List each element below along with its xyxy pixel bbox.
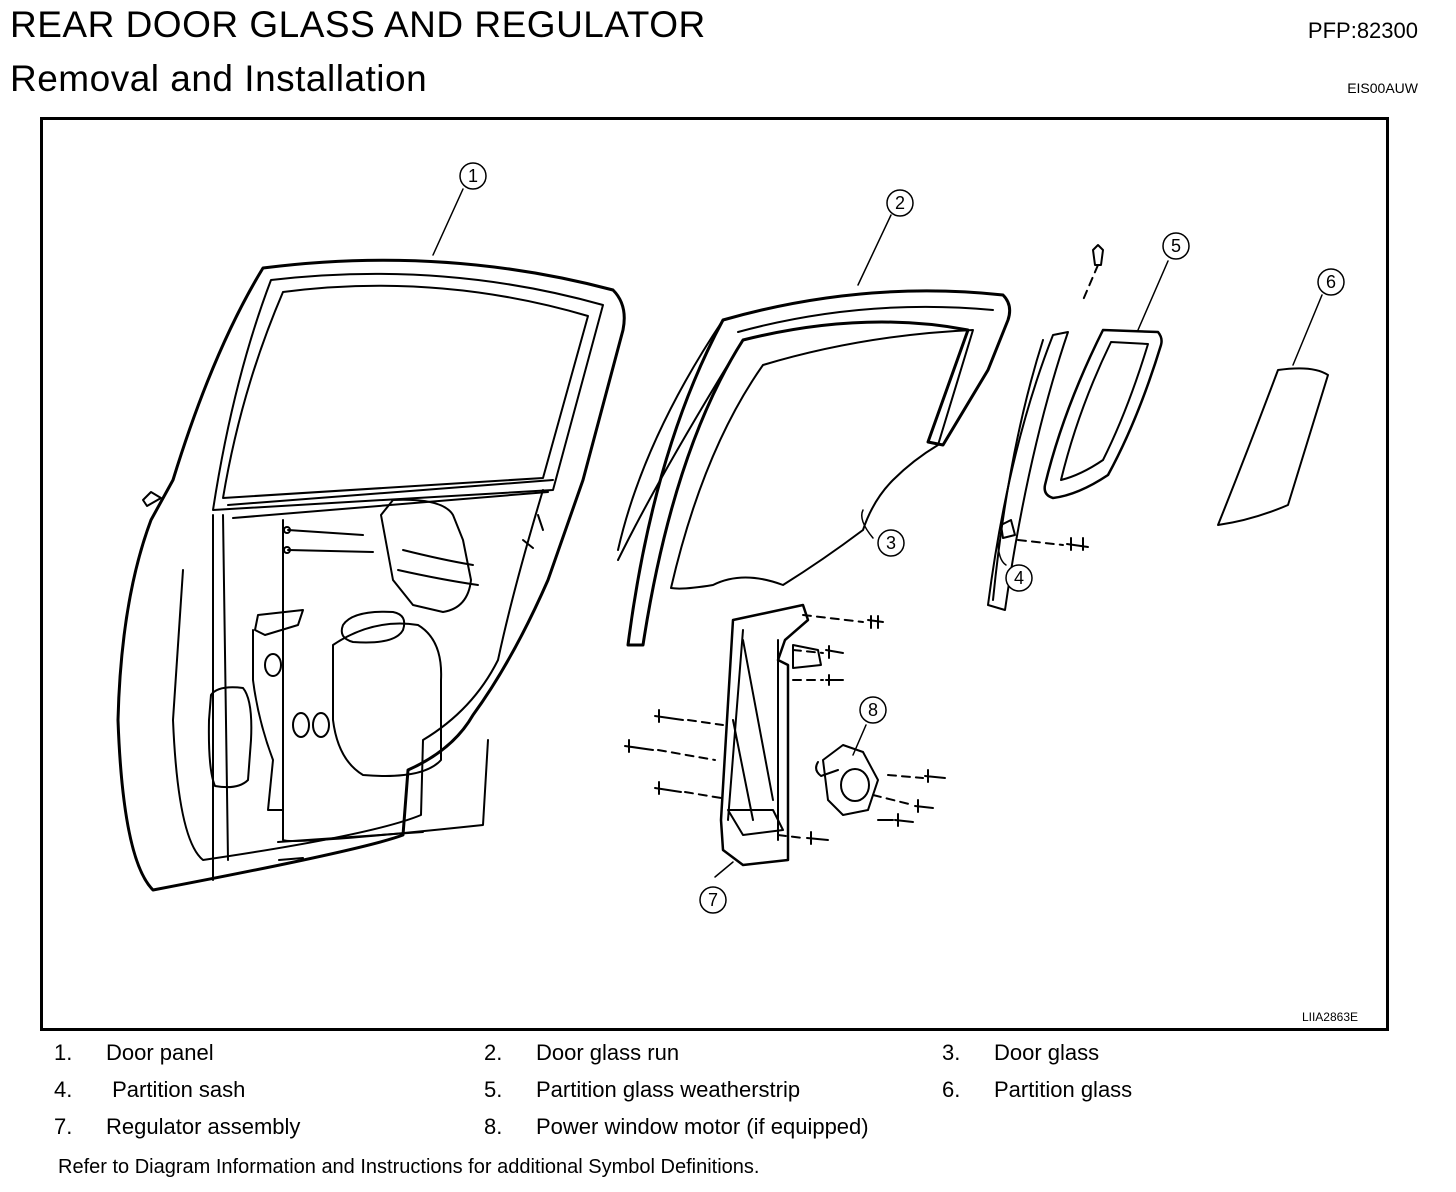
svg-text:8: 8 <box>868 700 878 720</box>
callout-1: 1 <box>459 162 487 190</box>
callout-2: 2 <box>886 189 914 217</box>
svg-text:6: 6 <box>1326 272 1336 292</box>
legend-number: 4. <box>54 1077 73 1102</box>
door-panel-drawing <box>116 258 626 892</box>
page-subtitle: Removal and Installation <box>10 58 428 99</box>
legend-number: 1. <box>54 1040 73 1065</box>
legend-number: 2. <box>484 1040 503 1065</box>
door-glass-run-drawing <box>617 289 1012 647</box>
partition-weatherstrip-drawing <box>1043 328 1163 500</box>
exploded-view-diagram: 1 2 3 4 5 6 7 <box>116 162 1345 914</box>
legend-text: Door glass <box>994 1040 1100 1065</box>
legend-text: Door glass run <box>536 1040 680 1065</box>
callout-8: 8 <box>859 696 887 724</box>
legend-text: Partition glass weatherstrip <box>536 1077 801 1102</box>
callout-5: 5 <box>1162 232 1190 260</box>
callout-6: 6 <box>1317 268 1345 296</box>
svg-text:7: 7 <box>708 890 718 910</box>
diagram-frame: 1 2 3 4 5 6 7 <box>40 117 1389 1031</box>
svg-text:1: 1 <box>468 166 478 186</box>
legend-text: Regulator assembly <box>106 1114 301 1139</box>
legend-number: 6. <box>942 1077 961 1102</box>
callout-7: 7 <box>699 886 727 914</box>
legend-number: 8. <box>484 1114 503 1139</box>
legend-text: Door panel <box>106 1040 214 1065</box>
svg-text:5: 5 <box>1171 236 1181 256</box>
legend-number: 3. <box>942 1040 961 1065</box>
footnote: Refer to Diagram Information and Instruc… <box>58 1156 760 1178</box>
fastener-bolts <box>624 537 1089 845</box>
legend-text: Partition glass <box>994 1077 1133 1102</box>
legend-number: 7. <box>54 1114 73 1139</box>
callout-4: 4 <box>1005 564 1033 592</box>
callout-markers: 1 2 3 4 5 6 7 <box>459 162 1345 914</box>
callout-leaders <box>432 188 1323 878</box>
partition-glass-drawing <box>1217 367 1329 526</box>
power-window-motor-drawing <box>815 744 879 816</box>
legend-text: Partition sash <box>106 1077 246 1102</box>
svg-text:2: 2 <box>895 193 905 213</box>
legend-text: Power window motor (if equipped) <box>536 1114 869 1139</box>
figure-code: LIIA2863E <box>1301 1010 1358 1024</box>
partition-sash-drawing <box>987 244 1104 611</box>
door-glass-drawing <box>670 329 974 590</box>
part-code: PFP:82300 <box>1307 18 1418 43</box>
svg-text:3: 3 <box>886 533 896 553</box>
callout-3: 3 <box>877 529 905 557</box>
regulator-assembly-drawing <box>719 603 822 867</box>
svg-text:4: 4 <box>1014 568 1024 588</box>
legend-number: 5. <box>484 1077 503 1102</box>
page-title: REAR DOOR GLASS AND REGULATOR <box>10 4 706 45</box>
section-code: EIS00AUW <box>1347 80 1418 96</box>
